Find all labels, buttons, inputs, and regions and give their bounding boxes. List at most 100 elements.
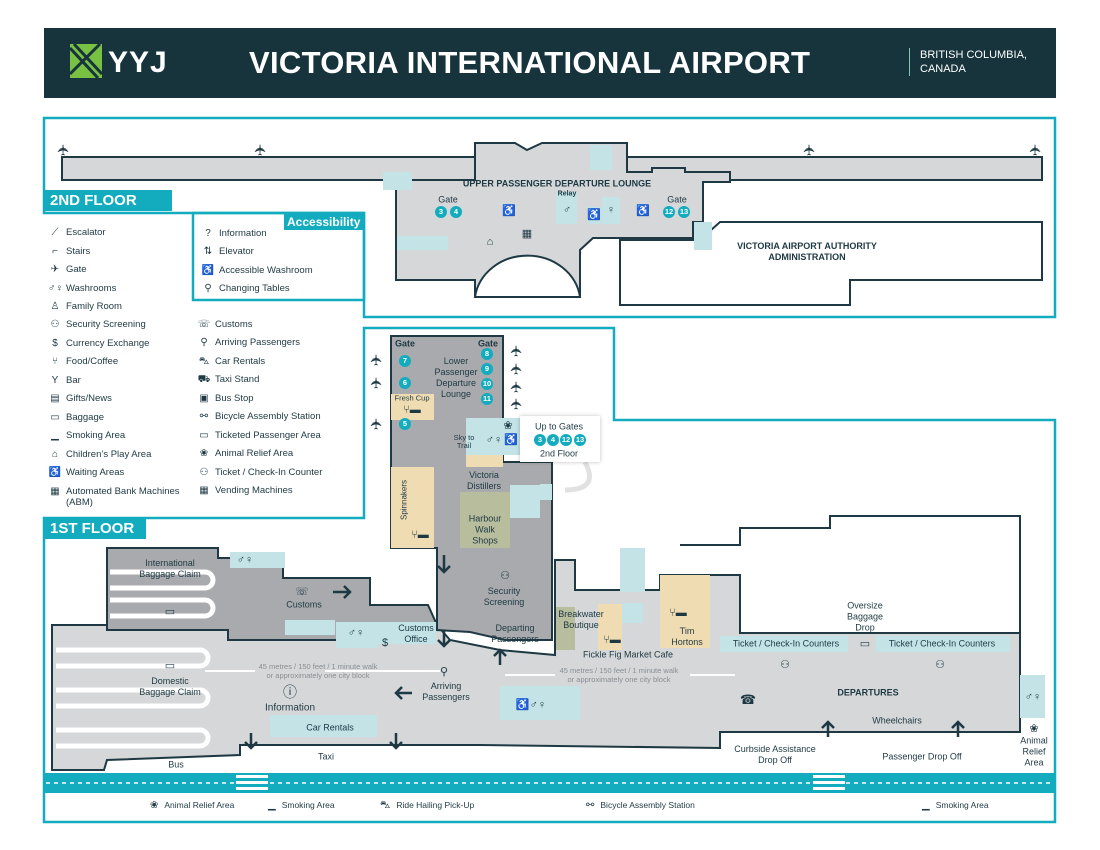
label-line: or approximately one city block xyxy=(567,675,671,684)
curb-item: ▁Smoking Area xyxy=(268,800,335,811)
customs-icon: ☏ xyxy=(197,319,211,330)
curb-item: ❀Animal Relief Area xyxy=(150,800,234,811)
legend-label: Taxi Stand xyxy=(215,374,260,385)
legend-item: ?Information xyxy=(201,228,266,239)
food-coffee-icon: ⑂▬ xyxy=(669,607,687,619)
departures-building xyxy=(680,515,1021,633)
legend-label: Arriving Passengers xyxy=(215,337,301,348)
washrooms-icon: ♂♀ xyxy=(48,283,63,294)
label-line: Baggage Claim xyxy=(139,687,201,697)
label-line: Lower xyxy=(443,356,469,366)
legend-item: ▣Bus Stop xyxy=(197,393,253,404)
bicycle-assembly-icon: ⚯ xyxy=(199,411,209,422)
animal-relief-icon: ❀ xyxy=(1029,723,1039,735)
gate-icon: ✈ xyxy=(252,143,270,157)
baggage-icon: ▭ xyxy=(164,660,176,672)
relay-label: Relay xyxy=(557,190,577,198)
legend-item: ⛟Taxi Stand xyxy=(197,374,260,387)
admin-building xyxy=(619,221,1043,306)
legend-label: Changing Tables xyxy=(219,283,290,294)
gate-icon: ✈ xyxy=(801,143,819,157)
crosswalk xyxy=(236,775,845,790)
label-line: Drop xyxy=(855,622,875,633)
legend-label: Vending Machines xyxy=(215,485,293,496)
animal-relief-icon: ❀ xyxy=(199,448,209,459)
legend-item: ♿Accessible Washroom xyxy=(201,265,313,276)
legend-label: Gifts/News xyxy=(66,393,112,404)
curb-label: Smoking Area xyxy=(281,800,335,810)
gate-icon: ✈ xyxy=(508,380,526,394)
legend-item: ♙Family Room xyxy=(48,301,122,312)
washrooms-icon: ♂♀ xyxy=(347,627,365,639)
gate-number: 13 xyxy=(678,206,690,218)
label-line: Baggage xyxy=(846,611,884,622)
legend-label: Bar xyxy=(66,375,81,386)
legend-label: Baggage xyxy=(66,412,105,423)
legend-label: (ABM) xyxy=(66,497,93,508)
childrens-play-area-icon: ⌂ xyxy=(51,449,59,460)
fresh-cup-label: Fresh Cup xyxy=(394,393,430,403)
gate-number: 4 xyxy=(547,434,559,446)
security-screening-icon: ⚇ xyxy=(500,570,510,582)
childrens-play-area-icon: ⌂ xyxy=(486,236,494,248)
legend-item: ▁Smoking Area xyxy=(48,430,125,441)
stairs-icon: ⌐ xyxy=(52,246,58,257)
label-line: Relief xyxy=(1022,746,1046,757)
washroom-icon: ♀ xyxy=(606,204,616,216)
washroom-area xyxy=(500,686,580,720)
legend-label: Ticketed Passenger Area xyxy=(215,430,321,441)
label-line: Baggage Claim xyxy=(139,569,201,579)
escalator-area xyxy=(590,145,612,170)
legend-item: ⚲Changing Tables xyxy=(201,283,290,294)
label-line: Curbside Assistance xyxy=(734,744,816,754)
bus-label: Bus xyxy=(168,759,184,770)
waiting-area-icon: ♿ xyxy=(502,205,516,217)
gate-icon: ✈ xyxy=(508,344,526,358)
customs-label: Customs xyxy=(286,599,322,610)
gate-label: Gate xyxy=(667,194,687,205)
curb-item: ▁Smoking Area xyxy=(922,800,989,811)
breakwater-area xyxy=(556,607,575,650)
legend-label: Waiting Areas xyxy=(66,467,125,478)
label-line: Shops xyxy=(472,535,498,546)
vending-machines-icon: ▦ xyxy=(521,228,533,240)
legend-item: ♿Waiting Areas xyxy=(48,467,125,478)
escalator-icon: ⟋ xyxy=(51,227,59,238)
accessibility-frame xyxy=(191,211,366,302)
label-line: Victoria xyxy=(469,470,499,480)
gate-number: 3 xyxy=(534,434,546,446)
legend-label: Automated Bank Machines xyxy=(66,486,180,497)
animal-relief-icon: ❀ xyxy=(150,800,159,811)
label-line: Passengers xyxy=(422,692,470,702)
gate-label: Gate xyxy=(477,338,499,349)
family-room-icon: ♙ xyxy=(50,301,60,312)
gate-label: Gate xyxy=(438,194,458,205)
accessibility-title: Accessibility xyxy=(284,214,364,230)
label-line: Tim xyxy=(679,626,695,636)
food-coffee-icon: ⑂▬ xyxy=(403,404,421,416)
curb-item: ⛍Ride Hailing Pick-Up xyxy=(380,800,474,813)
curb-item: ⚯Bicycle Assembly Station xyxy=(586,800,695,811)
page-title: VICTORIA INTERNATIONAL AIRPORT xyxy=(249,45,811,80)
phone-icon: ☎ xyxy=(739,692,757,707)
legend-label: Car Rentals xyxy=(215,356,266,367)
label-line: 45 metres / 150 feet / 1 minute walk xyxy=(258,662,378,671)
waiting-area-icon: ♿ xyxy=(636,205,650,217)
floor1-frame xyxy=(42,326,1057,824)
elevator-area xyxy=(540,484,552,500)
stairs-area xyxy=(622,603,643,623)
arriving-passengers-icon: ⚲ xyxy=(439,666,449,678)
gate-number: 4 xyxy=(450,206,462,218)
legend-item: ⚯Bicycle Assembly Station xyxy=(197,411,321,422)
baggage-icon: ▭ xyxy=(164,606,176,618)
accessible-washroom-icon: ♿ xyxy=(587,209,601,221)
label-line: Area xyxy=(1024,757,1044,768)
